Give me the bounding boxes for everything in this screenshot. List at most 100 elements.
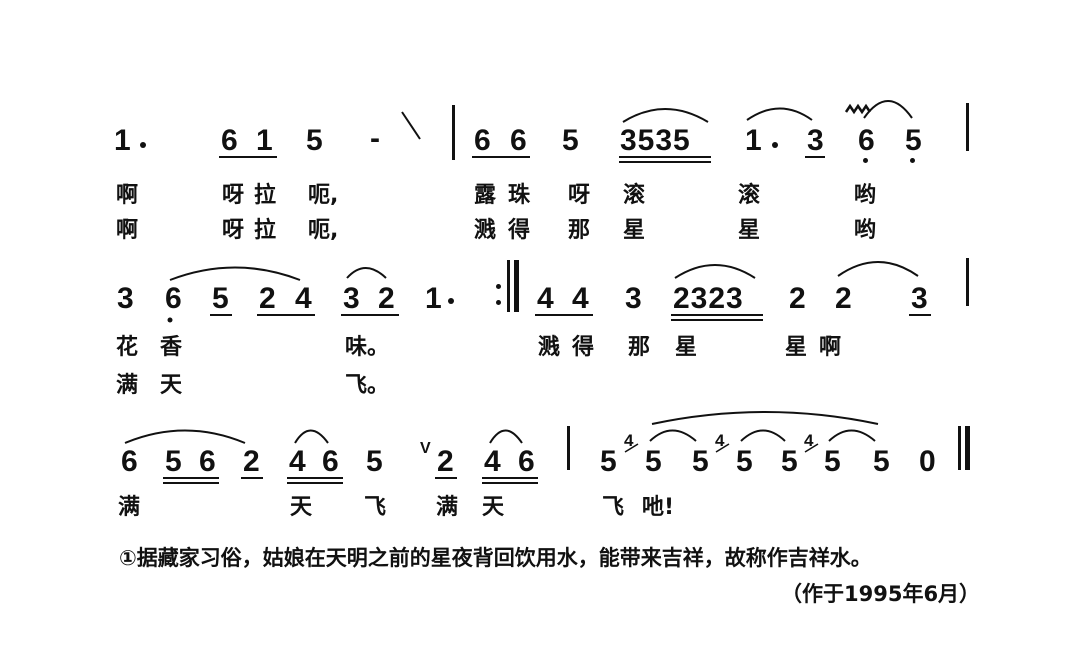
lyric: 滚 bbox=[623, 183, 646, 208]
underline bbox=[287, 482, 343, 484]
note: 6 bbox=[858, 124, 875, 157]
lyric: 呀 bbox=[568, 183, 591, 208]
barline bbox=[567, 426, 570, 470]
slur bbox=[863, 100, 913, 119]
slur bbox=[294, 429, 329, 444]
lyric: 天 bbox=[290, 495, 313, 520]
lyric: 滚 bbox=[738, 183, 761, 208]
note: 1 bbox=[745, 124, 762, 157]
underline bbox=[535, 314, 593, 316]
slur bbox=[740, 429, 786, 442]
underline bbox=[257, 314, 315, 316]
underline bbox=[482, 482, 538, 484]
slur bbox=[169, 266, 301, 281]
note: 5 bbox=[824, 445, 841, 478]
grace-note: 4 bbox=[624, 431, 634, 450]
underline bbox=[671, 314, 763, 316]
grace-note: 4 bbox=[804, 431, 814, 450]
note: 2 bbox=[437, 445, 454, 478]
note: 4 bbox=[484, 445, 501, 478]
lyric: 呃, bbox=[308, 183, 339, 208]
underline bbox=[163, 482, 219, 484]
note: 3 bbox=[807, 124, 824, 157]
note: 5 bbox=[600, 445, 617, 478]
note: 4 bbox=[537, 282, 554, 315]
barline bbox=[452, 105, 455, 160]
lyric: 溅得 bbox=[474, 218, 543, 243]
lyric: 星 bbox=[623, 218, 646, 243]
barline bbox=[966, 103, 969, 151]
note: 5 bbox=[736, 445, 753, 478]
lyric: 啊 bbox=[116, 183, 139, 208]
date-note: （作于1995年6月） bbox=[781, 582, 981, 606]
note: 6 bbox=[199, 445, 216, 478]
note: 5 bbox=[692, 445, 709, 478]
grace-stroke bbox=[715, 443, 730, 453]
lyric: 吔! bbox=[642, 495, 675, 520]
lyric: 溅得 bbox=[538, 335, 607, 360]
trill-mark bbox=[844, 103, 872, 115]
underline bbox=[341, 314, 399, 316]
underline bbox=[435, 477, 457, 479]
lyric: 满 bbox=[118, 495, 141, 520]
note: 4 bbox=[289, 445, 306, 478]
note: 5 bbox=[212, 282, 229, 315]
slur bbox=[837, 261, 919, 277]
low-octave-dot bbox=[863, 158, 868, 163]
note: 5 bbox=[905, 124, 922, 157]
note: 0 bbox=[919, 445, 936, 478]
lyric: 花香 bbox=[116, 335, 205, 360]
low-octave-dot bbox=[167, 317, 173, 323]
note: 6 bbox=[221, 124, 238, 157]
lyric: 星啊 bbox=[785, 335, 854, 360]
underline bbox=[163, 477, 219, 479]
lyric: 满天 bbox=[436, 495, 529, 520]
note: 6 bbox=[474, 124, 491, 157]
lyric: 呀拉 bbox=[222, 218, 287, 243]
note: 6 bbox=[518, 445, 535, 478]
note: 4 bbox=[295, 282, 312, 315]
grace-note: 4 bbox=[715, 431, 725, 450]
note: 6 bbox=[322, 445, 339, 478]
lyric: 星 bbox=[675, 335, 698, 360]
note: 1 bbox=[114, 124, 131, 157]
lyric: 星 bbox=[738, 218, 761, 243]
slur bbox=[622, 108, 709, 123]
note: 5 bbox=[645, 445, 662, 478]
lyric: 啊 bbox=[116, 218, 139, 243]
note: 6 bbox=[510, 124, 527, 157]
augmentation-dot bbox=[140, 142, 146, 148]
note: 2 bbox=[835, 282, 852, 315]
lyric: 哟 bbox=[854, 218, 877, 243]
lyric: 飞 bbox=[364, 495, 387, 520]
note: 1 bbox=[425, 282, 442, 315]
lyric: 飞 bbox=[602, 495, 625, 520]
note-group: 2323 bbox=[673, 282, 744, 315]
slur bbox=[489, 429, 523, 444]
note: 3 bbox=[911, 282, 928, 315]
slur bbox=[649, 429, 697, 442]
grace-stroke bbox=[804, 443, 819, 453]
slur bbox=[346, 267, 387, 279]
lyric: 那 bbox=[628, 335, 651, 360]
lyric: 味。 bbox=[345, 335, 390, 360]
footnote: ①据藏家习俗，姑娘在天明之前的星夜背回饮用水，能带来吉祥，故称作吉祥水。 bbox=[119, 546, 872, 570]
slur bbox=[828, 429, 876, 442]
lyric: 呃, bbox=[308, 218, 339, 243]
augmentation-dot bbox=[448, 298, 454, 304]
note: 3 bbox=[117, 282, 134, 315]
underline bbox=[619, 156, 711, 158]
underline bbox=[671, 319, 763, 321]
note: 2 bbox=[243, 445, 260, 478]
lyric: 那 bbox=[568, 218, 591, 243]
note: 2 bbox=[378, 282, 395, 315]
slur bbox=[674, 264, 756, 279]
note: 5 bbox=[781, 445, 798, 478]
lyric: 飞。 bbox=[345, 373, 390, 398]
underline bbox=[482, 477, 538, 479]
note: 5 bbox=[165, 445, 182, 478]
note: 6 bbox=[165, 282, 182, 315]
underline bbox=[287, 477, 343, 479]
underline bbox=[805, 156, 825, 158]
